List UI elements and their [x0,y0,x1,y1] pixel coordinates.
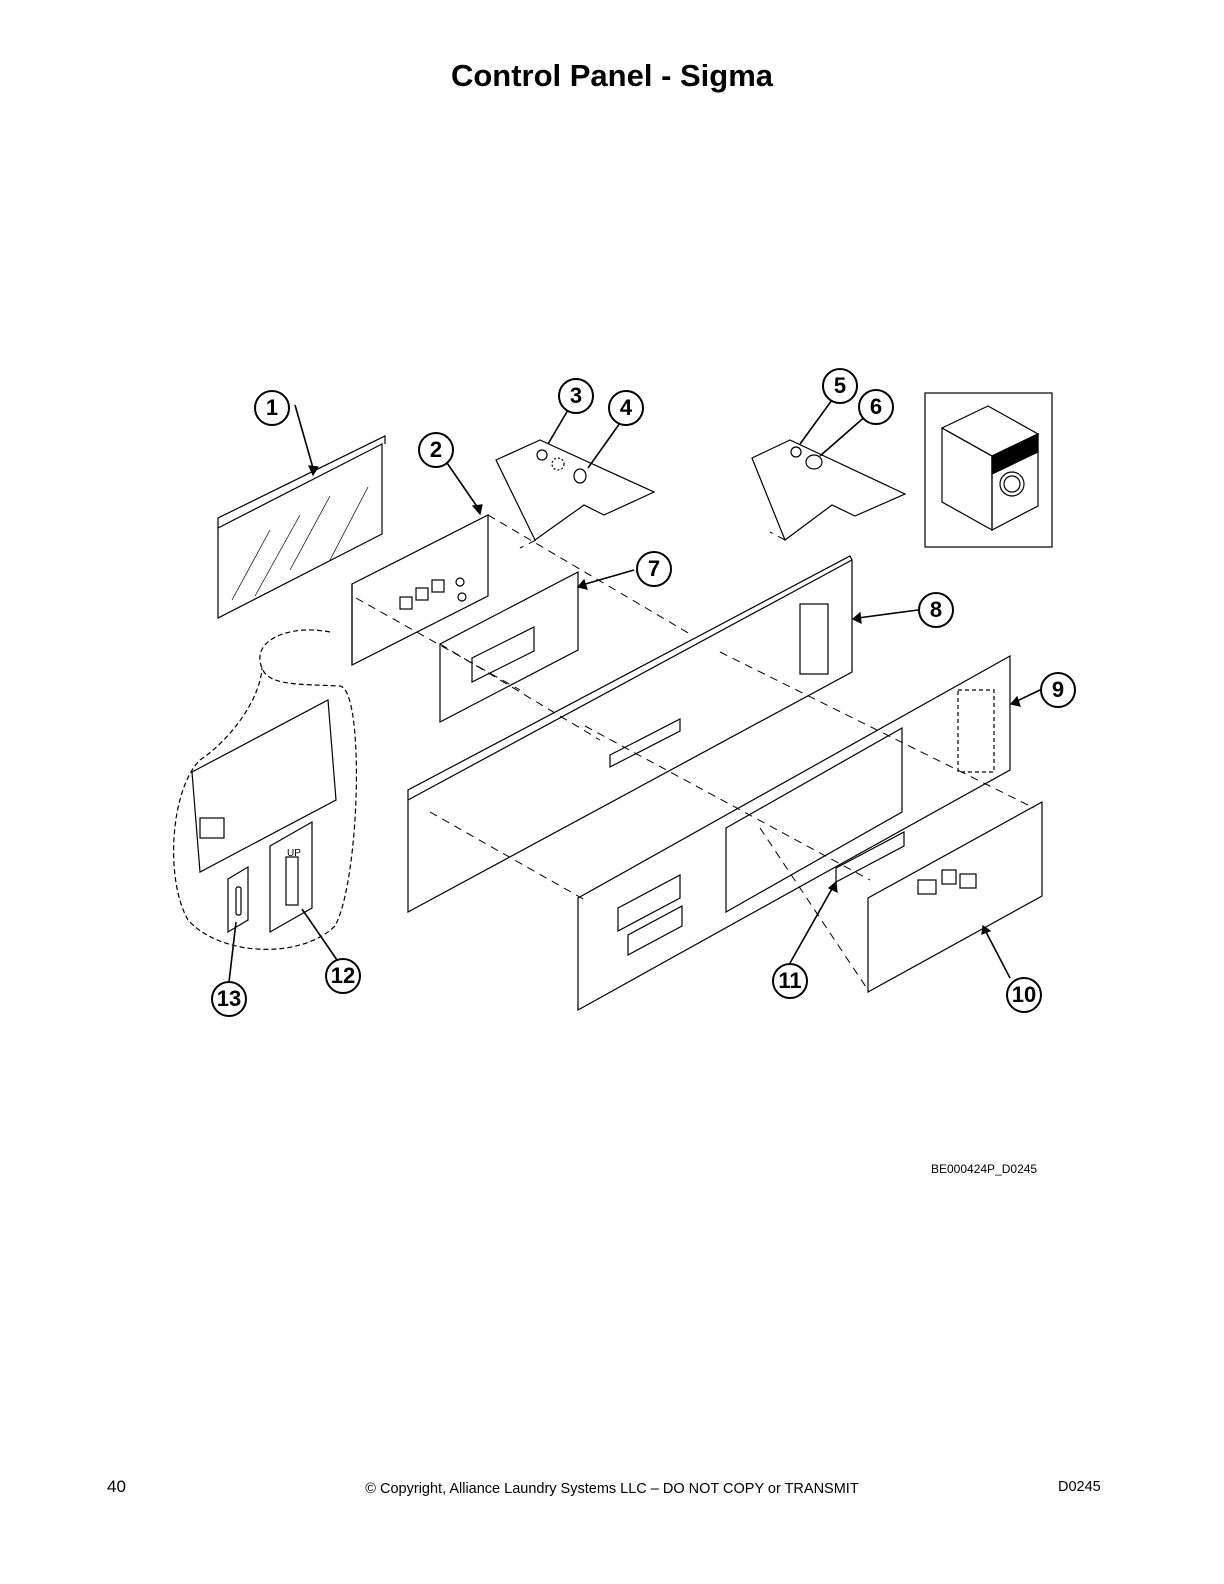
figure-id: BE000424P_D0245 [931,1162,1038,1176]
assembly-guide-lines [355,514,1035,991]
callout-label: 4 [619,395,633,420]
callout-7[interactable]: 7 [636,551,672,587]
callout-11[interactable]: 11 [772,963,808,999]
callout-5[interactable]: 5 [822,368,858,404]
part-2-control-board [351,459,489,666]
callout-8[interactable]: 8 [918,592,954,628]
board-marking-up: UP [287,848,301,859]
callout-9[interactable]: 9 [1040,672,1076,708]
part-10-overlay-label [867,800,1043,994]
callout-6[interactable]: 6 [858,389,894,425]
callout-3[interactable]: 3 [558,378,594,414]
callout-label: 6 [869,394,883,419]
machine-location-inset [924,392,1053,548]
part-7-mounting-plate [439,569,635,723]
callout-2[interactable]: 2 [418,432,454,468]
part-11-display-lens [789,831,905,964]
callout-10[interactable]: 10 [1006,977,1042,1013]
callout-label: 11 [778,968,802,993]
document-code: D0245 [1058,1479,1101,1495]
callout-label: 9 [1051,677,1065,702]
page-title: Control Panel - Sigma [450,58,774,93]
callout-label: 8 [929,597,943,622]
part-8-panel-bracket [407,555,919,914]
copyright-notice: © Copyright, Alliance Laundry Systems LL… [365,1481,859,1497]
parts-12-13-detail: UP [173,629,358,983]
callout-12[interactable]: 12 [325,958,361,994]
callout-label: 3 [569,383,583,408]
callout-label: 2 [429,437,443,462]
callout-4[interactable]: 4 [608,390,644,426]
callout-1[interactable]: 1 [254,390,290,426]
callout-label: 7 [647,556,661,581]
callout-label: 1 [265,395,279,420]
callout-label: 12 [330,963,356,988]
part-1-window-panel [217,404,386,619]
callout-label: 5 [833,373,847,398]
callout-label: 13 [216,986,242,1011]
callout-13[interactable]: 13 [211,981,247,1017]
page-number: 40 [107,1477,126,1496]
part-9-front-fascia [577,654,1041,1012]
callout-label: 10 [1011,982,1037,1007]
parts-3-4-inset [495,409,656,541]
